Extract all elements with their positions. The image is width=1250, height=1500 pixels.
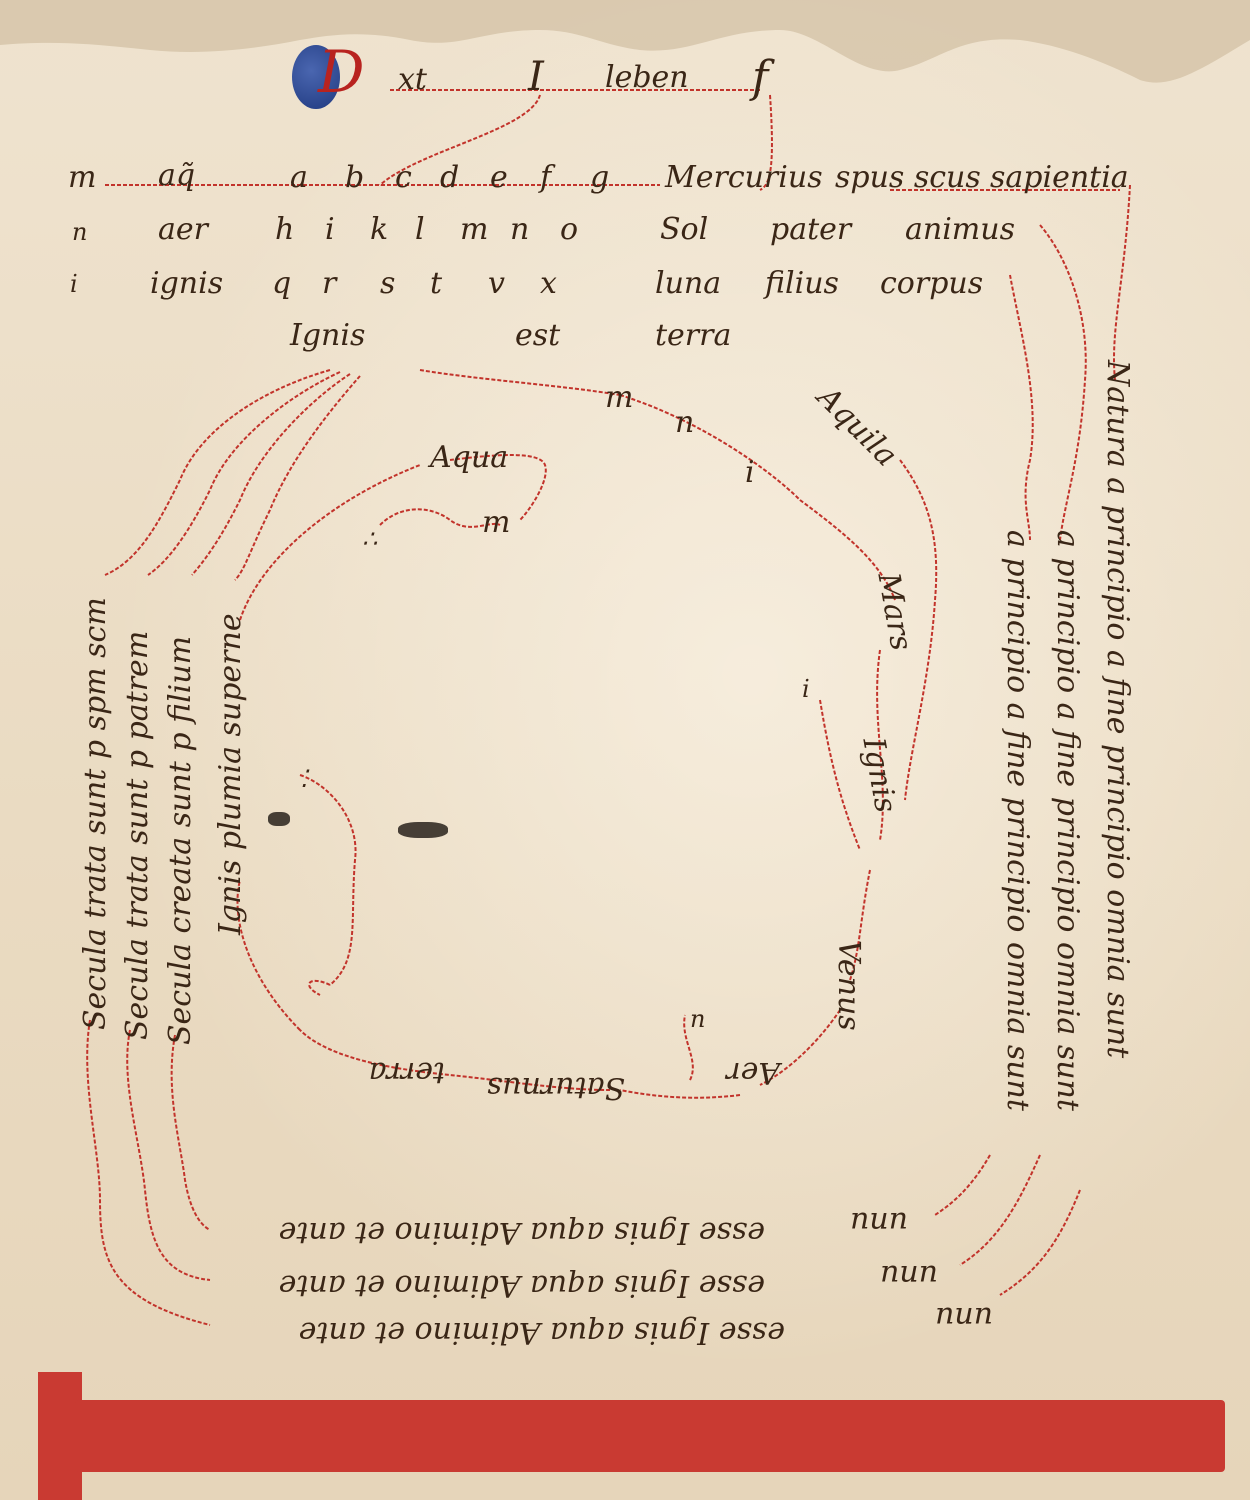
row3-lead: i <box>70 270 78 298</box>
row3-phrase-1: luna <box>655 266 721 301</box>
row4-ignis: Ignis <box>290 318 365 353</box>
row2-lead: n <box>72 218 87 246</box>
row3-phrase-2: filius <box>765 266 839 301</box>
left-column-2: Secula trata sunt p patrem <box>120 631 155 1040</box>
row2-letter-o: o <box>560 212 578 247</box>
row3-letter-t: t <box>430 266 442 301</box>
row1-phrase-1: Mercurius <box>665 160 823 195</box>
header-initial: D <box>318 38 365 106</box>
circle-i: i <box>745 455 755 490</box>
circle-saturnus: Saturnus <box>487 1070 625 1105</box>
left-column-1: Secula trata sunt p spm scm <box>78 597 113 1030</box>
header-word-1: xt <box>398 62 427 97</box>
row2-phrase-3: animus <box>905 212 1015 247</box>
ink-blot-2 <box>398 822 448 838</box>
right-column-2: a principio a fine principio omnia sunt <box>1050 530 1085 1111</box>
row1-phrase-2: spus scus <box>835 160 981 195</box>
row2-element: aer <box>158 212 208 247</box>
row3-letter-q: q <box>272 266 291 301</box>
row4-terra: terra <box>655 318 731 353</box>
row1-element: aq̃ <box>158 158 195 193</box>
row1-letter-g: g <box>590 160 609 195</box>
row1-letter-a: a <box>290 160 338 195</box>
row1-letter-e: e <box>490 160 508 195</box>
row4-est: est <box>515 318 560 353</box>
row2-letter-k: k <box>370 212 388 247</box>
row2-letter-i: i <box>325 212 335 247</box>
circle-aqua: Aqua <box>430 440 508 475</box>
bottom-right-2: unu <box>880 1258 938 1293</box>
header-word-2: I <box>528 54 544 100</box>
right-column-3: a principio a fine principio omnia sunt <box>1000 530 1035 1111</box>
row1-letter-d: d <box>440 160 459 195</box>
circle-aer: Aer <box>726 1055 780 1090</box>
circle-m: m <box>605 380 633 415</box>
circle-m-inner: m <box>482 505 510 540</box>
bottom-right-3: unu <box>935 1300 993 1335</box>
row3-letter-x: x <box>540 266 557 301</box>
circle-terra: terra <box>369 1055 445 1090</box>
circle-n-inner: n <box>690 1005 705 1033</box>
row1-lead: m <box>68 160 96 195</box>
row1-letter-f: f <box>540 160 551 195</box>
row1-letter-c: c <box>395 160 412 195</box>
bottom-row-1: esse Ignis aqua Adimino et ante <box>205 1215 765 1250</box>
bottom-row-2: esse Ignis aqua Adimino et ante <box>205 1268 765 1303</box>
row3-letter-v: v <box>488 266 505 301</box>
left-column-3: Secula creata sunt p filium <box>163 636 198 1045</box>
row3-letter-s: s <box>380 266 395 301</box>
red-bar-horizontal <box>75 1400 1225 1472</box>
header-word-3: leben <box>605 60 689 95</box>
bottom-right-1: unu <box>850 1205 908 1240</box>
row3-phrase-3: corpus <box>880 266 983 301</box>
row1-letter-b: b <box>345 160 364 195</box>
row2-letter-m: m <box>460 212 488 247</box>
header-word-4: f <box>752 52 768 103</box>
row1-phrase-3: sapientia <box>990 160 1129 195</box>
row2-letter-l: l <box>415 212 425 247</box>
ink-blot-1 <box>268 812 290 826</box>
circle-n: n <box>675 405 694 440</box>
circle-dots: ∴ <box>362 525 377 553</box>
row2-phrase-1: Sol <box>660 212 708 247</box>
row2-phrase-2: pater <box>770 212 851 247</box>
left-column-4: Ignis plumia superne <box>213 613 248 935</box>
row3-letter-r: r <box>322 266 336 301</box>
circle-venus: Venus <box>831 940 866 1031</box>
row3-element: ignis <box>150 266 223 301</box>
circle-dots-2: ⁚ <box>300 765 308 793</box>
right-column-1: Natura a principio a fine principio omni… <box>1100 360 1135 1058</box>
row2-letter-h: h <box>275 212 294 247</box>
circle-i-inner: i <box>802 675 810 703</box>
bottom-row-3: esse Ignis aqua Adimino et ante <box>205 1315 785 1350</box>
row2-letter-n: n <box>510 212 529 247</box>
